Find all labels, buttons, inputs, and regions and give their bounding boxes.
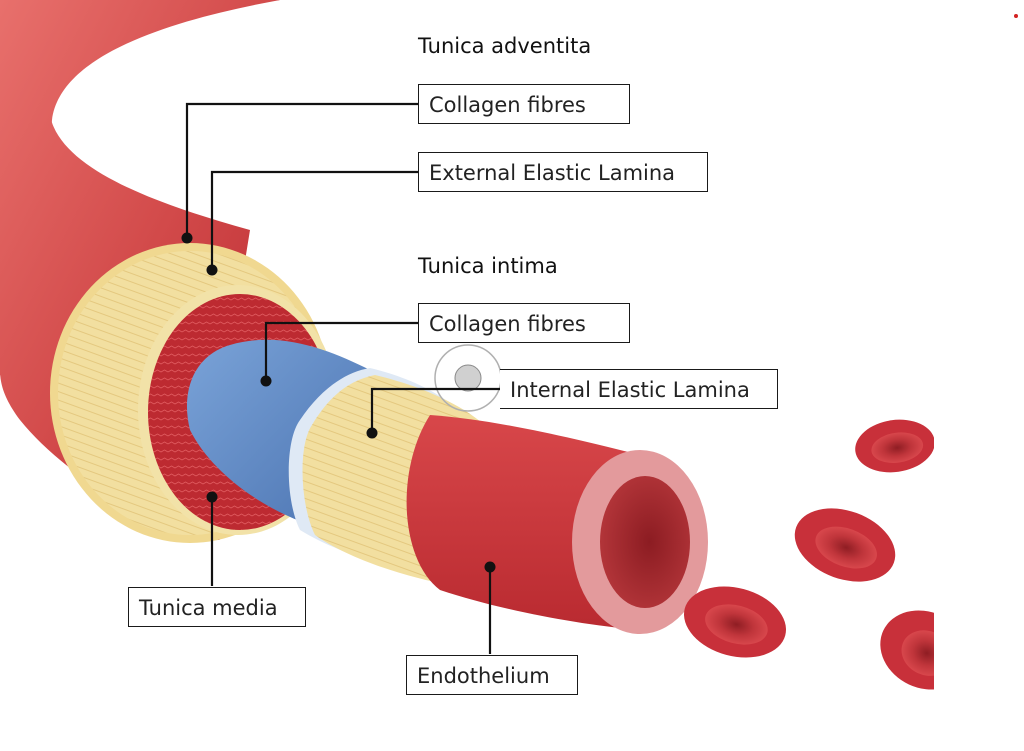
heading-tunica-intima: Tunica intima (418, 254, 558, 278)
marker-dot (181, 232, 193, 244)
leader-adventita-collagen (185, 102, 418, 238)
cell-clip-mask (934, 400, 1024, 747)
marker-dot (206, 491, 218, 503)
label-internal-elastic-lamina: Internal Elastic Lamina (500, 369, 778, 409)
label-external-elastic-lamina: External Elastic Lamina (418, 152, 708, 192)
leader-intima-collagen (264, 321, 418, 381)
red-blood-cell (794, 508, 896, 582)
label-intima-collagen-fibres: Collagen fibres (418, 303, 630, 343)
lumen (600, 476, 690, 608)
leader-external-lamina (210, 170, 418, 270)
marker-dot (206, 264, 218, 276)
heading-tunica-adventita: Tunica adventita (418, 34, 592, 58)
label-tunica-media: Tunica media (128, 587, 306, 627)
leader-lines (185, 102, 500, 654)
leader-dots (181, 232, 496, 573)
marker-dot (260, 375, 272, 387)
marker-dot (366, 427, 378, 439)
leader-internal-lamina (370, 387, 500, 433)
marker-dot-corner (1014, 14, 1018, 18)
label-endothelium: Endothelium (406, 655, 578, 695)
magnifier-dot (454, 364, 482, 392)
marker-dot (484, 561, 496, 573)
red-blood-cell (855, 419, 935, 473)
label-adventita-collagen-fibres: Collagen fibres (418, 84, 630, 124)
red-blood-cell (684, 586, 786, 658)
